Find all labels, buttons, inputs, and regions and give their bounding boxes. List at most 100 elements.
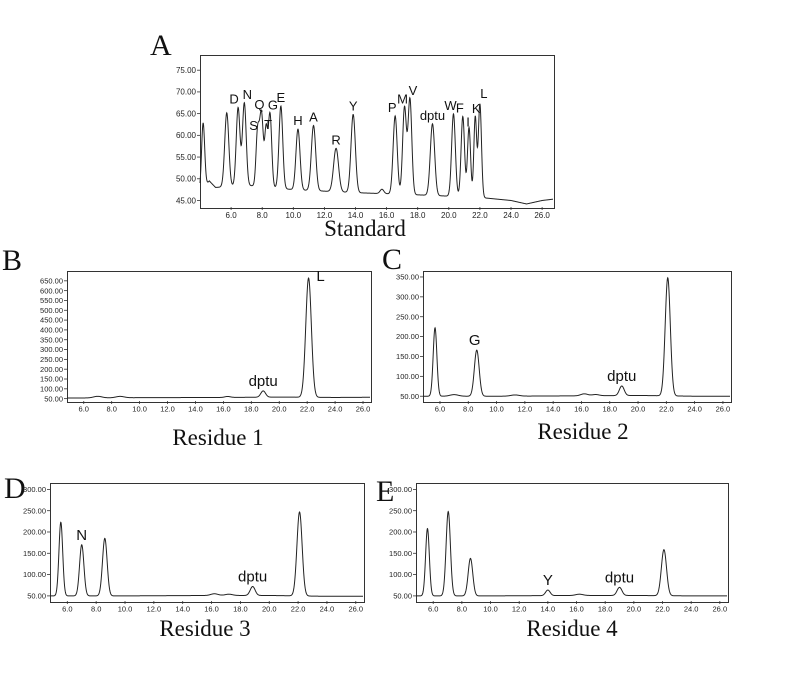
peak-label: dptu: [238, 569, 267, 586]
panel-letter-b: B: [2, 244, 23, 277]
y-tick-label: 300.00: [389, 485, 412, 494]
y-tick-label: 250.00: [23, 506, 46, 515]
x-tick-label: 26.0: [716, 405, 731, 414]
panel-letter-e: E: [376, 475, 395, 508]
peak-label: R: [331, 132, 340, 147]
x-tick-label: 6.0: [62, 605, 72, 614]
panel-d-caption: Residue 3: [159, 616, 251, 641]
peak-label: F: [456, 100, 464, 115]
x-tick-label: 14.0: [546, 405, 561, 414]
chromatogram-trace: [416, 510, 727, 597]
y-tick-label: 300.00: [23, 485, 46, 494]
peak-label: dptu: [607, 368, 636, 385]
x-tick-label: 20.0: [441, 211, 457, 220]
chromatogram-trace: [199, 96, 554, 205]
y-tick-label: 500.00: [40, 306, 63, 315]
x-tick-label: 18.0: [244, 405, 259, 414]
chromatogram-trace: [67, 277, 370, 399]
y-tick-label: 45.00: [176, 196, 197, 205]
x-tick-label: 24.0: [687, 405, 702, 414]
peak-label: P: [388, 100, 397, 115]
panel-e-plot-area: [416, 483, 729, 603]
panel-c-plot-area: [423, 271, 732, 403]
y-tick-label: 50.00: [400, 392, 419, 401]
x-tick-label: 14.0: [541, 605, 556, 614]
x-tick-label: 18.0: [598, 605, 613, 614]
x-tick-label: 22.0: [291, 605, 306, 614]
y-tick-label: 150.00: [40, 375, 63, 384]
y-tick-label: 150.00: [396, 352, 419, 361]
peak-label: H: [293, 113, 302, 128]
x-tick-label: 6.0: [79, 405, 89, 414]
y-tick-label: 300.00: [40, 345, 63, 354]
y-tick-label: 150.00: [23, 549, 46, 558]
y-tick-label: 70.00: [176, 88, 197, 97]
x-tick-label: 10.0: [286, 211, 302, 220]
x-tick-label: 8.0: [91, 605, 101, 614]
x-tick-label: 22.0: [655, 605, 670, 614]
y-tick-label: 450.00: [40, 316, 63, 325]
panel-c-caption: Residue 2: [537, 419, 629, 444]
x-tick-label: 26.0: [348, 605, 363, 614]
peak-label: dptu: [605, 569, 634, 586]
peak-label: G: [268, 98, 278, 113]
y-tick-label: 100.00: [40, 384, 63, 393]
y-tick-label: 75.00: [176, 66, 197, 75]
peak-label: T: [264, 117, 272, 132]
x-tick-label: 26.0: [534, 211, 550, 220]
panel-letter-d: D: [4, 472, 26, 505]
peak-label: E: [277, 90, 286, 105]
y-tick-label: 50.00: [176, 175, 197, 184]
panel-e-caption: Residue 4: [526, 616, 618, 641]
peak-label: K: [472, 101, 481, 116]
peak-label: S: [249, 118, 258, 133]
y-tick-label: 400.00: [40, 326, 63, 335]
x-tick-label: 24.0: [503, 211, 519, 220]
x-tick-label: 20.0: [262, 605, 277, 614]
x-tick-label: 14.0: [188, 405, 203, 414]
y-tick-label: 350.00: [396, 273, 419, 282]
y-tick-label: 250.00: [396, 312, 419, 321]
panel-letter-c: C: [382, 243, 403, 276]
y-tick-label: 250.00: [389, 506, 412, 515]
panel-a-caption: Standard: [324, 216, 406, 241]
y-tick-label: 50.00: [44, 394, 63, 403]
x-tick-label: 16.0: [204, 605, 219, 614]
y-tick-label: 200.00: [389, 528, 412, 537]
y-tick-label: 60.00: [176, 131, 197, 140]
peak-label: L: [316, 268, 324, 285]
x-tick-label: 10.0: [118, 605, 133, 614]
peak-label: V: [409, 83, 418, 98]
x-tick-label: 16.0: [574, 405, 589, 414]
x-tick-label: 6.0: [226, 211, 238, 220]
x-tick-label: 6.0: [428, 605, 438, 614]
peak-label: dptu: [249, 373, 278, 390]
x-tick-label: 18.0: [602, 405, 617, 414]
x-tick-label: 10.0: [132, 405, 147, 414]
x-tick-label: 16.0: [569, 605, 584, 614]
y-tick-label: 50.00: [393, 592, 412, 601]
y-tick-label: 50.00: [27, 592, 46, 601]
x-tick-label: 22.0: [300, 405, 315, 414]
x-tick-label: 12.0: [160, 405, 175, 414]
y-tick-label: 200.00: [23, 528, 46, 537]
peak-label: M: [397, 92, 408, 107]
y-tick-label: 650.00: [40, 276, 63, 285]
x-tick-label: 12.0: [317, 211, 333, 220]
peak-label: Y: [349, 98, 358, 113]
x-tick-label: 10.0: [483, 605, 498, 614]
panel-a-plot-area: [200, 55, 555, 209]
y-tick-label: 300.00: [396, 292, 419, 301]
x-tick-label: 8.0: [463, 405, 473, 414]
panel-b-plot-area: [67, 271, 372, 403]
x-tick-label: 26.0: [713, 605, 728, 614]
x-tick-label: 8.0: [106, 405, 116, 414]
y-tick-label: 550.00: [40, 296, 63, 305]
x-tick-label: 24.0: [328, 405, 343, 414]
x-tick-label: 12.0: [147, 605, 162, 614]
chromatogram-trace: [423, 276, 730, 397]
